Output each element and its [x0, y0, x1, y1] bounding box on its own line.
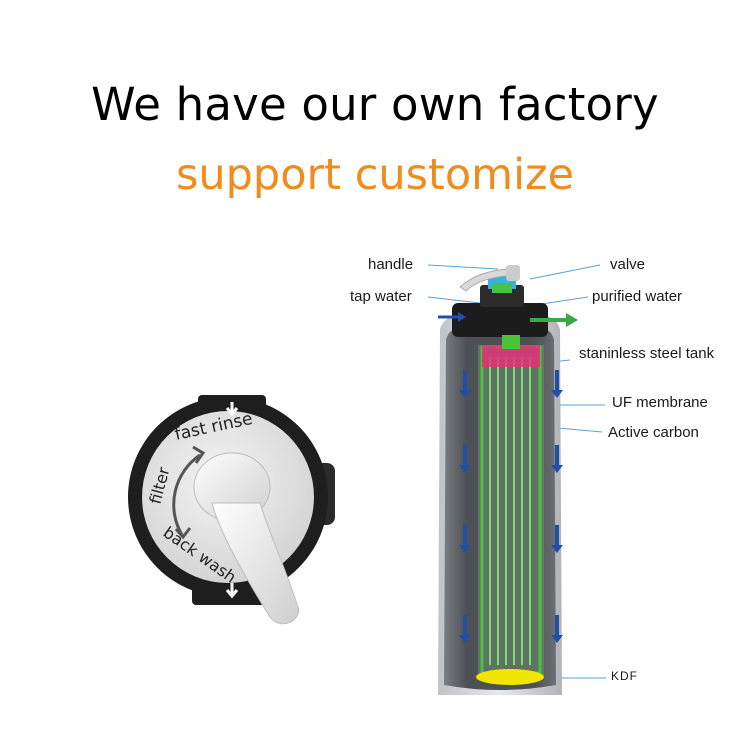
- flow-down-arrows: [459, 370, 563, 643]
- inlet-arrow-icon: [458, 312, 466, 322]
- valve-knob-illustration: fast rinse filter back wash: [128, 395, 335, 625]
- label-active-carbon: Active carbon: [608, 424, 699, 441]
- label-purified-water: purified water: [592, 288, 683, 305]
- kdf-layer: [476, 669, 544, 685]
- rotation-arrowhead-icon: [174, 527, 192, 540]
- membrane-top-cap: [482, 345, 540, 367]
- top-down-arrow-icon: [225, 402, 239, 417]
- leader-tap-water: [427, 296, 481, 304]
- center-outlet-tube: [502, 335, 520, 349]
- headline-factory: We have our own factory: [91, 78, 659, 131]
- valve-handle-lever: [211, 502, 299, 625]
- valve-head: [452, 303, 548, 337]
- label-tap-water: tap water: [350, 288, 412, 305]
- rotation-arc: [172, 453, 201, 536]
- valve-cap: [480, 285, 524, 307]
- headline-customize: support customize: [175, 150, 575, 200]
- filter-cross-section: [427, 264, 606, 695]
- label-handle: handle: [368, 256, 414, 273]
- label-kdf: KDF: [611, 669, 638, 683]
- valve-top-green: [492, 283, 512, 293]
- bottom-down-arrow-icon: [225, 583, 239, 599]
- label-stainless-tank: staninless steel tank: [579, 345, 715, 362]
- leader-active-carbon: [557, 427, 603, 433]
- label-uf-membrane: UF membrane: [612, 394, 708, 411]
- label-valve: valve: [610, 256, 646, 273]
- handle-pivot: [506, 265, 520, 281]
- leader-handle: [427, 264, 499, 270]
- rotation-arrowhead-icon: [192, 445, 206, 464]
- leader-valve: [529, 264, 601, 280]
- carbon-layer: [478, 345, 544, 675]
- uf-membrane-fibers: [489, 357, 531, 665]
- outlet-arrow-icon: [566, 313, 578, 327]
